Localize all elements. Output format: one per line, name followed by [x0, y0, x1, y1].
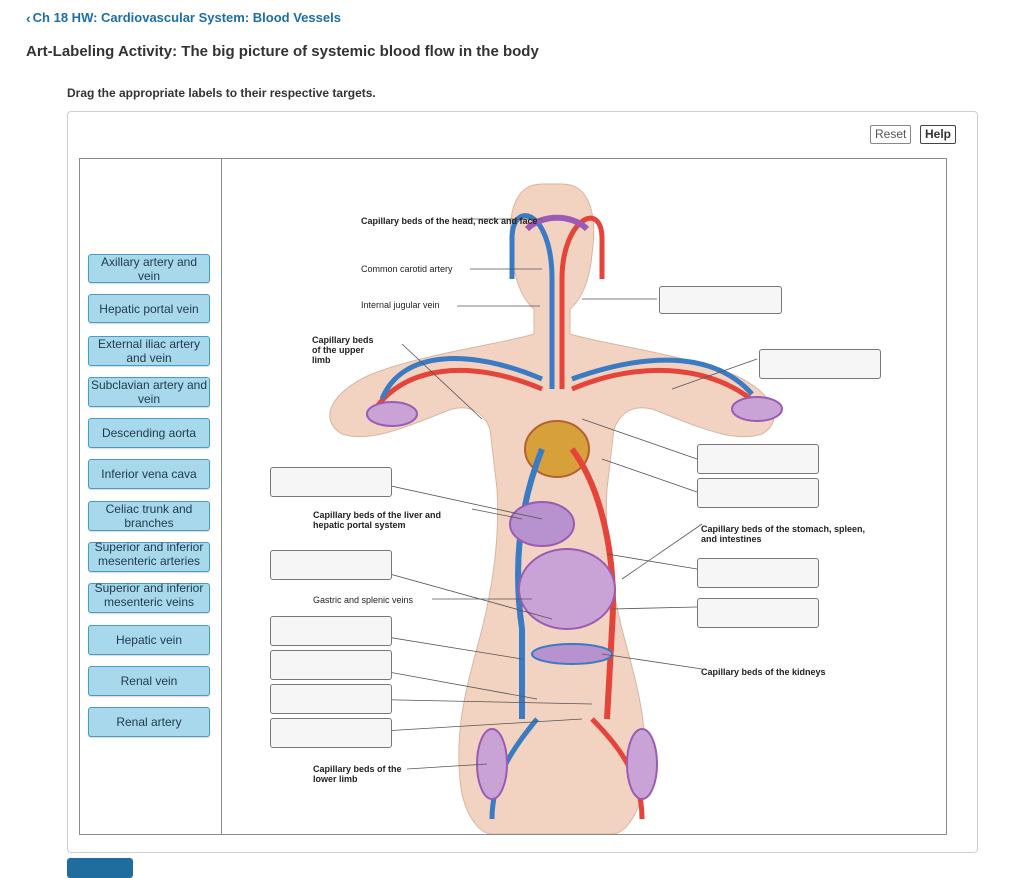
liver-capillaries: [509, 501, 575, 547]
heart: [524, 420, 590, 478]
instructions-text: Drag the appropriate labels to their res…: [67, 86, 376, 100]
breadcrumb-text: Ch 18 HW: Cardiovascular System: Blood V…: [32, 10, 341, 25]
label-chip[interactable]: Renal artery: [88, 707, 210, 737]
caption-internal-jugular: Internal jugular vein: [361, 300, 440, 310]
descending-aorta: [569, 447, 616, 720]
head-vein-loop: [509, 213, 555, 389]
left-leg-capillaries: [476, 728, 508, 800]
drop-target[interactable]: [270, 616, 392, 646]
drop-target[interactable]: [270, 718, 392, 748]
drop-target[interactable]: [270, 650, 392, 680]
drop-target[interactable]: [697, 558, 819, 588]
label-chip[interactable]: Descending aorta: [88, 418, 210, 448]
label-chip[interactable]: Renal vein: [88, 666, 210, 696]
caption-lower-limb-capillaries: Capillary beds of the lower limb: [313, 764, 402, 784]
drop-target[interactable]: [759, 349, 881, 379]
circulation-diagram: Capillary beds of the head, neck and fac…: [222, 159, 946, 835]
caption-gastric-splenic: Gastric and splenic veins: [313, 595, 414, 605]
reset-button[interactable]: Reset: [870, 125, 912, 144]
chevron-left-icon: ‹: [26, 9, 31, 26]
right-arm-vein: [571, 357, 754, 396]
caption-upper-limb-capillaries: Capillary beds of the upper limb: [312, 335, 374, 365]
label-chip[interactable]: Subclavian artery and vein: [88, 377, 210, 407]
label-chip[interactable]: Hepatic portal vein: [88, 294, 210, 323]
caption-kidney-capillaries: Capillary beds of the kidneys: [701, 667, 826, 677]
label-chip[interactable]: External iliac artery and vein: [88, 336, 210, 366]
drop-target[interactable]: [697, 478, 819, 508]
labeling-workarea: Axillary artery and vein Hepatic portal …: [79, 158, 947, 835]
drop-target[interactable]: [659, 286, 782, 314]
help-button[interactable]: Help: [920, 125, 957, 144]
right-leg-capillaries: [626, 728, 658, 800]
drop-target[interactable]: [697, 598, 819, 628]
left-hand-capillaries: [366, 401, 418, 427]
caption-stomach-capillaries: Capillary beds of the stomach, spleen, a…: [701, 524, 866, 544]
caption-head-capillaries: Capillary beds of the head, neck and fac…: [361, 216, 538, 226]
caption-liver-capillaries: Capillary beds of the liver and hepatic …: [313, 510, 442, 530]
caption-common-carotid: Common carotid artery: [361, 264, 453, 274]
label-chip[interactable]: Superior and inferior mesenteric veins: [88, 581, 210, 613]
label-chip[interactable]: Superior and inferior mesenteric arterie…: [88, 540, 210, 572]
drop-target[interactable]: [270, 467, 392, 497]
page-title: Art-Labeling Activity: The big picture o…: [26, 43, 539, 60]
back-breadcrumb-link[interactable]: ‹ Ch 18 HW: Cardiovascular System: Blood…: [26, 10, 341, 25]
left-arm-vein: [379, 356, 543, 400]
label-chip[interactable]: Inferior vena cava: [88, 459, 210, 489]
drop-target[interactable]: [270, 684, 392, 714]
submit-button[interactable]: [67, 858, 133, 878]
gut-capillaries: [518, 548, 616, 630]
head-capillaries: [524, 214, 590, 232]
label-chip[interactable]: Hepatic vein: [88, 625, 210, 655]
label-bank: Axillary artery and vein Hepatic portal …: [80, 159, 222, 834]
label-chip[interactable]: Celiac trunk and branches: [88, 501, 210, 531]
drop-target[interactable]: [697, 444, 819, 474]
right-hand-capillaries: [731, 396, 783, 422]
drop-target[interactable]: [270, 550, 392, 580]
label-chip[interactable]: Axillary artery and vein: [88, 254, 210, 283]
kidney-capillaries: [531, 643, 613, 665]
